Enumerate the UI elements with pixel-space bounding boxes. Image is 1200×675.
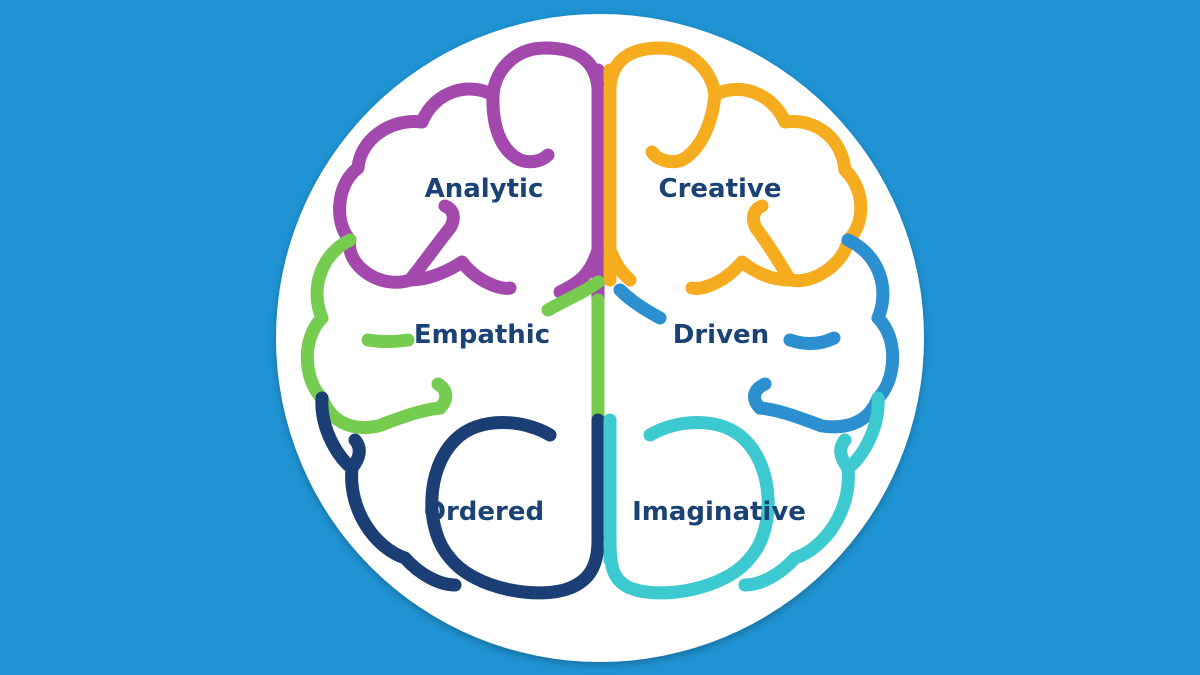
label-ordered: Ordered [424, 497, 544, 527]
creative-lobe-branch [747, 199, 797, 287]
ordered-lobe-outline [315, 391, 462, 592]
analytic-lobe-curl [486, 88, 555, 169]
imaginative-lobe-outline [738, 391, 885, 592]
creative-lobe-curl [645, 88, 722, 169]
empathic-lobe-branch [431, 377, 453, 415]
empathic-lobe-inner [361, 333, 415, 348]
empathic-lobe-tail [541, 275, 605, 317]
label-empathic: Empathic [414, 320, 550, 350]
analytic-lobe-outline [333, 41, 605, 295]
imaginative-lobe-branch [834, 433, 855, 475]
driven-lobe-inner [783, 331, 841, 350]
driven-lobe-branch [748, 377, 772, 415]
ordered-lobe-branch [345, 433, 366, 475]
analytic-lobe-branch [403, 199, 460, 287]
creative-lobe-outline [603, 41, 868, 295]
analytic-lobe-tail [553, 243, 605, 299]
ordered-lobe-loop [425, 416, 605, 600]
label-analytic: Analytic [425, 174, 544, 204]
label-driven: Driven [673, 320, 769, 350]
driven-lobe-tail [613, 283, 667, 325]
creative-lobe-tail [603, 243, 637, 287]
imaginative-lobe-loop [603, 416, 775, 600]
label-imaginative: Imaginative [632, 497, 806, 527]
label-creative: Creative [658, 174, 781, 204]
